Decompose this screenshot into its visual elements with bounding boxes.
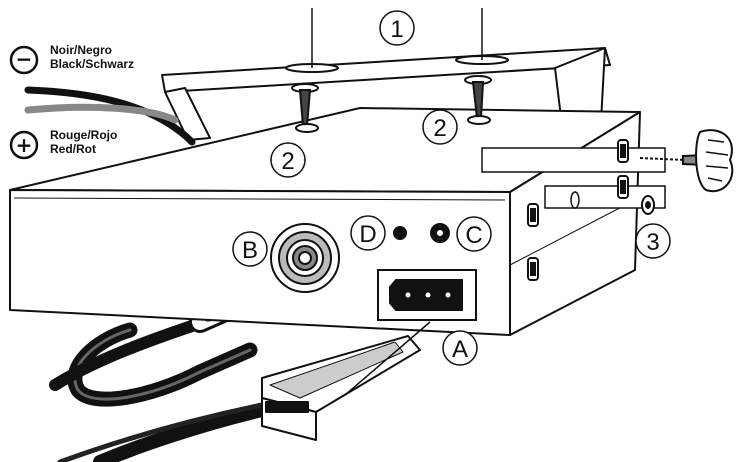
power-plug (261, 321, 431, 441)
washer (641, 195, 655, 215)
svg-text:A: A (452, 336, 468, 363)
negative-label-2: Black/Schwarz (50, 57, 134, 71)
svg-text:D: D (359, 221, 376, 248)
callout-1: 1 (379, 10, 415, 46)
power-socket (377, 269, 477, 321)
mounting-lines (311, 8, 483, 68)
positive-symbol: + (9, 130, 39, 160)
negative-label-1: Noir/Negro (50, 43, 112, 57)
svg-text:2: 2 (433, 115, 446, 142)
jack-d (393, 226, 407, 240)
callout-b: B (232, 231, 268, 267)
screw-right (464, 75, 492, 125)
side-connectors (527, 139, 629, 281)
callout-3: 3 (635, 223, 671, 259)
jack-c (430, 223, 450, 243)
callout-2-left: 2 (270, 142, 306, 178)
svg-text:3: 3 (646, 229, 659, 256)
svg-text:2: 2 (281, 148, 294, 175)
svg-text:C: C (465, 222, 482, 249)
negative-symbol: − (9, 45, 39, 75)
callout-c: C (456, 216, 492, 252)
power-cable (57, 322, 269, 462)
svg-text:B: B (242, 237, 258, 264)
wire-black (24, 86, 196, 146)
svg-text:+: + (16, 133, 33, 157)
positive-label-1: Rouge/Rojo (50, 128, 117, 142)
wire-red (24, 103, 179, 124)
svg-text:−: − (16, 47, 33, 71)
radio-device (9, 107, 641, 336)
thumb-screw-knob (639, 129, 734, 193)
positive-label-2: Red/Rot (50, 142, 96, 156)
callout-2-right: 2 (422, 109, 458, 145)
screw-left (291, 83, 319, 133)
callout-d: D (350, 215, 386, 251)
svg-text:1: 1 (390, 16, 403, 43)
antenna-connector (270, 223, 340, 293)
callout-a: A (442, 330, 478, 366)
